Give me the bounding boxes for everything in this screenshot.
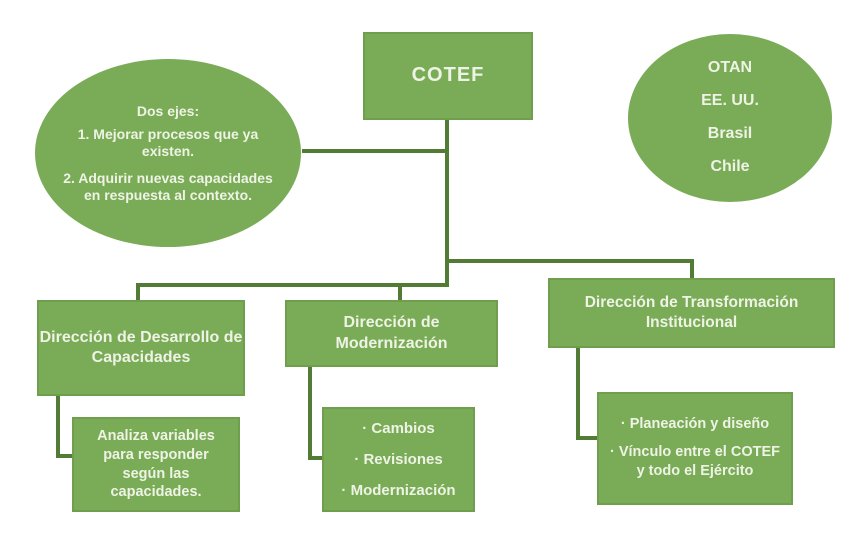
modernizacion-bullet-revisiones: · Revisiones [354, 450, 443, 468]
modernizacion-detail-box: · Cambios · Revisiones · Modernización [322, 407, 475, 512]
references-ellipse: OTAN EE. UU. Brasil Chile [628, 34, 832, 202]
transformacion-bullet-planeacion: · Planeación y diseño [620, 416, 770, 433]
axes-note-title: Dos ejes: [136, 102, 200, 119]
connector-branch-lower-horizontal [136, 283, 449, 287]
reference-eeuu: EE. UU. [701, 92, 759, 110]
transformacion-bullet-vinculo: · Vínculo entre el COTEF y todo el Ejérc… [610, 443, 780, 480]
connector-dir2-detail-elbow [308, 456, 324, 460]
direction-transformacion-institucional-box: Dirección de Transformación Instituciona… [548, 278, 835, 348]
connector-drop-dir2 [398, 283, 402, 302]
connector-dir2-detail-vertical [308, 365, 312, 460]
connector-ellipse-to-trunk [302, 149, 445, 153]
connector-dir1-detail-vertical [56, 394, 60, 458]
reference-brasil: Brasil [707, 125, 753, 142]
connector-branch-right-drop [690, 259, 694, 280]
connector-drop-dir1 [136, 283, 140, 302]
reference-otan: OTAN [707, 59, 753, 77]
axes-note-item-1: 1. Mejorar procesos que ya existen. [77, 126, 259, 160]
connector-branch-right-horizontal [445, 259, 694, 263]
direction-modernizacion-box: Dirección de Modernización [285, 300, 498, 367]
cotef-label: COTEF [411, 64, 485, 87]
axes-note-ellipse: Dos ejes: 1. Mejorar procesos que ya exi… [35, 59, 301, 247]
cotef-root-box: COTEF [363, 32, 533, 120]
direction-transformacion-institucional-label: Dirección de Transformación Instituciona… [584, 294, 799, 331]
transformacion-detail-box: · Planeación y diseño · Vínculo entre el… [597, 392, 793, 505]
reference-chile: Chile [710, 157, 750, 175]
desarrollo-detail-box: Analiza variables para responder según l… [72, 417, 240, 512]
direction-desarrollo-capacidades-label: Dirección de Desarrollo de Capacidades [39, 328, 243, 366]
connector-dir3-detail-elbow [576, 436, 599, 440]
connector-dir3-detail-vertical [576, 346, 580, 440]
direction-desarrollo-capacidades-box: Dirección de Desarrollo de Capacidades [37, 300, 245, 396]
modernizacion-bullet-modernizacion: · Modernización [341, 482, 456, 500]
connector-trunk [445, 120, 449, 287]
direction-modernizacion-label: Dirección de Modernización [335, 314, 448, 352]
connector-dir1-detail-elbow [56, 454, 74, 458]
desarrollo-detail-text: Analiza variables para responder según l… [97, 428, 215, 501]
axes-note-item-2: 2. Adquirir nuevas capacidades en respue… [63, 169, 273, 203]
modernizacion-bullet-cambios: · Cambios [362, 419, 435, 437]
